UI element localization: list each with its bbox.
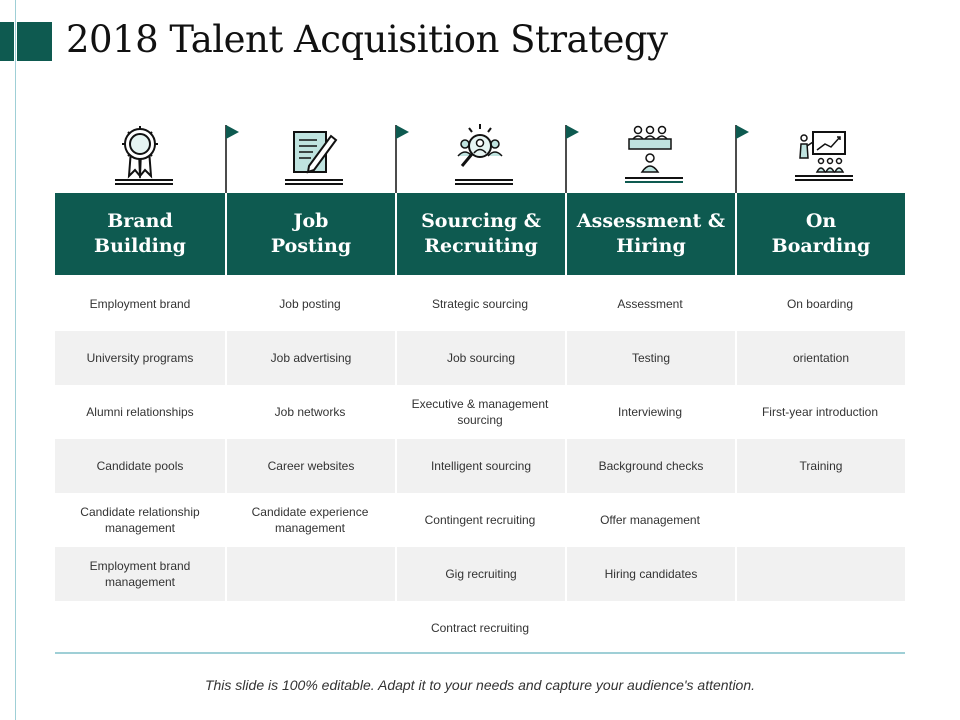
- page-title: 2018 Talent Acquisition Strategy: [66, 18, 668, 61]
- footer-note: This slide is 100% editable. Adapt it to…: [204, 677, 756, 693]
- table-cell: University programs: [86, 351, 194, 365]
- table-cell: Job advertising: [225, 331, 395, 385]
- table-row: Alumni relationships Job networks Execut…: [55, 385, 905, 439]
- table-cell: [735, 493, 905, 547]
- flag-icon: [565, 125, 579, 193]
- table-row: Candidate pools Career websites Intellig…: [55, 439, 905, 493]
- award-ribbon-icon: [115, 126, 173, 185]
- table-cell: Hiring candidates: [565, 547, 735, 601]
- header-on-boarding: On Boarding: [735, 193, 905, 275]
- title-accent-strip: [0, 22, 14, 61]
- table-cell: Job sourcing: [395, 331, 565, 385]
- table-cell: Employment brand: [89, 297, 191, 311]
- left-vertical-rule: [15, 0, 16, 720]
- column-headers: Brand Building Job Posting Sourcing & Re…: [55, 193, 905, 275]
- table-cell: On boarding: [786, 297, 854, 311]
- presentation-board-icon: [795, 131, 853, 181]
- column-icon-1: [55, 120, 225, 193]
- table-cell: Candidate relationship management: [80, 505, 200, 535]
- table-row: Contract recruiting: [55, 601, 905, 655]
- strategy-table: Employment brand Job posting Strategic s…: [55, 277, 905, 655]
- table-cell: Offer management: [600, 513, 700, 527]
- table-cell: [225, 547, 395, 601]
- interview-panel-icon: [625, 125, 683, 183]
- table-cell: Contingent recruiting: [424, 513, 536, 527]
- flag-icon: [735, 125, 749, 193]
- table-cell: Interviewing: [617, 405, 683, 419]
- icon-row: [55, 120, 905, 193]
- table-cell: Training: [735, 439, 905, 493]
- table-cell: Strategic sourcing: [431, 297, 529, 311]
- table-cell: Testing: [565, 331, 735, 385]
- table-row: Candidate relationship management Candid…: [55, 493, 905, 547]
- flag-icon: [225, 125, 239, 193]
- table-cell: Executive & management sourcing: [411, 397, 549, 427]
- table-cell: Job networks: [274, 405, 346, 419]
- header-sourcing-recruiting: Sourcing & Recruiting: [395, 193, 565, 275]
- column-icon-5: [735, 120, 905, 193]
- table-cell: [55, 601, 225, 655]
- flag-icon: [395, 125, 409, 193]
- header-job-posting: Job Posting: [225, 193, 395, 275]
- table-cell: Contract recruiting: [430, 621, 530, 635]
- table-cell: [735, 601, 905, 655]
- title-accent-block: [17, 22, 52, 61]
- table-cell: First-year introduction: [761, 405, 879, 419]
- column-icon-2: [225, 120, 395, 193]
- table-row: University programs Job advertising Job …: [55, 331, 905, 385]
- table-cell: Alumni relationships: [86, 405, 194, 419]
- table-row: Employment brand management Gig recruiti…: [55, 547, 905, 601]
- table-cell: Gig recruiting: [395, 547, 565, 601]
- table-row: Employment brand Job posting Strategic s…: [55, 277, 905, 331]
- table-cell: Employment brand management: [89, 559, 191, 589]
- table-cell: Candidate experience management: [251, 505, 369, 535]
- table-cell: Assessment: [617, 297, 683, 311]
- table-cell: Intelligent sourcing: [395, 439, 565, 493]
- table-cell: Job posting: [279, 297, 341, 311]
- table-cell: [565, 601, 735, 655]
- magnifier-people-icon: [455, 124, 513, 185]
- table-cell: Candidate pools: [96, 459, 184, 473]
- header-assessment-hiring: Assessment & Hiring: [565, 193, 735, 275]
- table-cell: [735, 547, 905, 601]
- table-cell: [225, 601, 395, 655]
- header-brand-building: Brand Building: [55, 193, 225, 275]
- table-cell: orientation: [735, 331, 905, 385]
- column-icon-3: [395, 120, 565, 193]
- column-icon-4: [565, 120, 735, 193]
- bottom-divider: [55, 652, 905, 654]
- document-pen-icon: [285, 131, 343, 185]
- table-cell: Career websites: [225, 439, 395, 493]
- table-cell: Background checks: [565, 439, 735, 493]
